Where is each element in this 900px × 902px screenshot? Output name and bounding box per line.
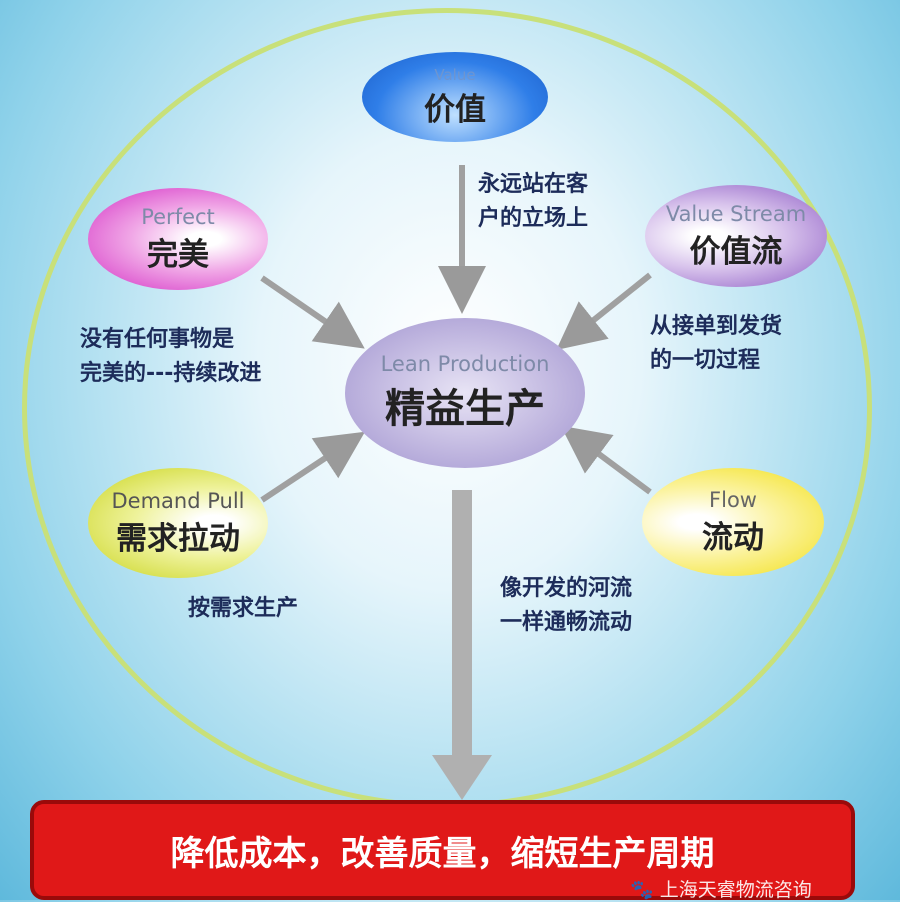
desc-demand-pull: 按需求生产	[188, 592, 298, 626]
desc-value: 永远站在客 户的立场上	[478, 168, 588, 236]
arrow-flow	[560, 425, 652, 495]
arrow-main-head	[432, 755, 492, 800]
node-demand-pull-zh: 需求拉动	[116, 520, 240, 557]
node-perfect-en: Perfect	[141, 204, 215, 229]
arrow-perfect	[260, 275, 365, 349]
node-demand-pull-en: Demand Pull	[111, 488, 245, 513]
node-center: Lean Production 精益生产	[345, 318, 585, 468]
watermark-text: 上海天睿物流咨询	[659, 879, 812, 901]
node-flow-en: Flow	[709, 487, 757, 512]
watermark: 🐾 上海天睿物流咨询	[630, 875, 812, 902]
node-perfect-zh: 完美	[147, 236, 209, 273]
node-value-zh: 价值	[424, 91, 486, 128]
center-en: Lean Production	[380, 352, 550, 376]
arrow-demand-pull	[260, 431, 366, 503]
node-value-en: Value	[434, 65, 476, 84]
node-demand-pull: Demand Pull 需求拉动	[88, 468, 268, 578]
node-perfect: Perfect 完美	[88, 188, 268, 290]
wechat-icon: 🐾	[630, 879, 660, 901]
center-zh: 精益生产	[385, 386, 545, 432]
arrow-main-shaft	[452, 490, 472, 760]
desc-line: 一样通畅流动	[500, 610, 633, 635]
desc-flow: 像开发的河流 一样通畅流动	[500, 572, 632, 640]
node-flow: Flow 流动	[642, 468, 824, 576]
node-value-stream: Value Stream 价值流	[645, 185, 827, 287]
desc-line: 没有任何事物是	[80, 327, 235, 352]
node-value-stream-en: Value Stream	[665, 201, 807, 226]
desc-line: 像开发的河流	[500, 576, 633, 601]
desc-value-stream: 从接单到发货 的一切过程	[650, 310, 782, 378]
node-value: Value 价值	[362, 52, 548, 142]
result-banner: 降低成本，改善质量，缩短生产周期	[30, 800, 855, 900]
node-flow-zh: 流动	[702, 519, 764, 556]
desc-line: 完美的---持续改进	[80, 361, 262, 386]
desc-line: 的一切过程	[650, 348, 761, 373]
arrow-value-stream	[556, 272, 652, 350]
desc-line: 永远站在客	[478, 172, 589, 197]
desc-line: 按需求生产	[188, 596, 299, 621]
node-value-stream-zh: 价值流	[689, 233, 783, 270]
desc-line: 户的立场上	[478, 206, 589, 231]
result-text: 降低成本，改善质量，缩短生产周期	[170, 834, 715, 874]
desc-line: 从接单到发货	[650, 314, 783, 339]
desc-perfect: 没有任何事物是 完美的---持续改进	[80, 323, 261, 391]
